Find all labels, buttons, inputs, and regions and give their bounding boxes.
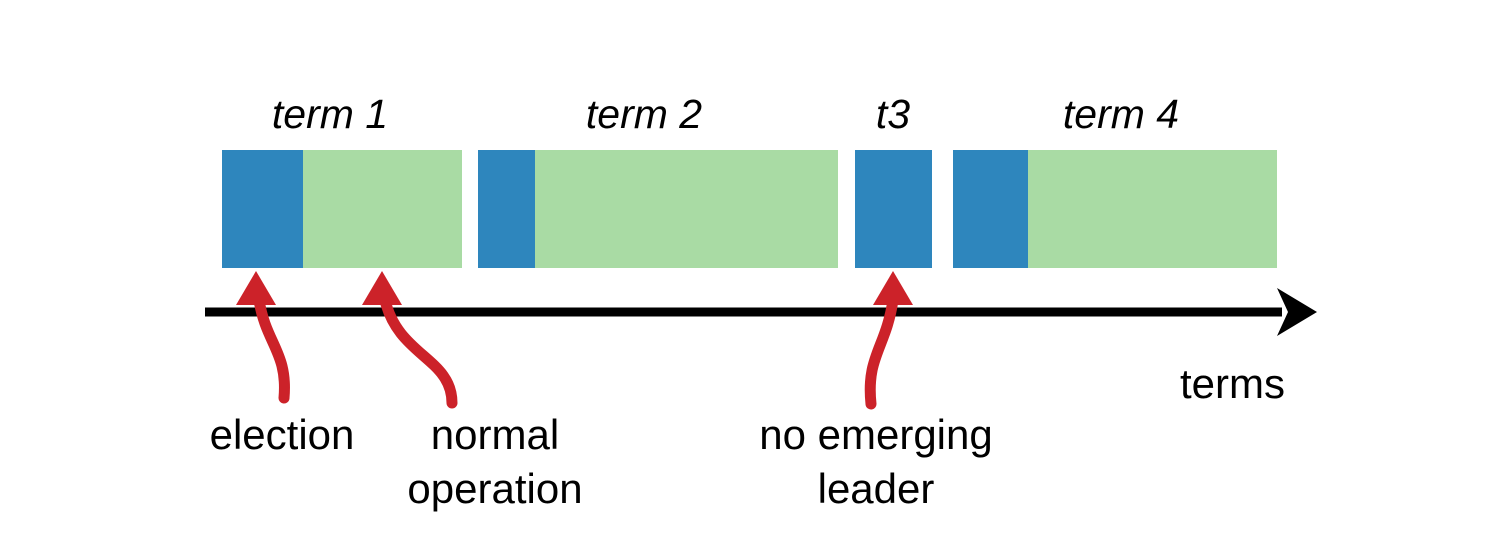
term-3-election-segment — [855, 150, 932, 268]
term-label-2: term 2 — [585, 91, 703, 137]
term-1-election-segment — [222, 150, 303, 268]
callout-label-no-emerging-leader-line-2: leader — [817, 464, 935, 512]
callout-arrow-election — [236, 271, 290, 404]
callout-label-normal-operation: normal operation — [345, 408, 645, 516]
term-4-normal-operation-segment — [1028, 150, 1277, 268]
axis-arrowhead-icon — [1277, 288, 1317, 336]
callout-label-no-emerging-leader: no emerging leader — [676, 408, 1076, 516]
callout-label-election-line-1: election — [209, 411, 355, 458]
callout-label-election: election — [132, 408, 432, 462]
term-2-normal-operation-segment — [535, 150, 838, 268]
callout-arrow-normal-operation — [362, 271, 458, 409]
normal-operation-arrow-curve — [379, 294, 458, 409]
term-1-normal-operation-segment — [303, 150, 462, 268]
election-arrowhead-icon — [236, 271, 276, 305]
callout-arrow-no-emerging-leader — [864, 271, 913, 410]
term-4-election-segment — [953, 150, 1028, 268]
term-label-1: term 1 — [271, 91, 389, 137]
normal-operation-arrowhead-icon — [362, 271, 402, 305]
callout-label-normal-operation-line-1: normal — [430, 411, 560, 458]
no-emerging-leader-arrowhead-icon — [873, 271, 913, 305]
callout-label-no-emerging-leader-line-1: no emerging — [759, 411, 993, 458]
election-arrow-curve — [253, 294, 290, 404]
no-emerging-leader-arrow-curve — [864, 294, 899, 410]
term-label-3: t3 — [875, 91, 911, 137]
callout-label-normal-operation-line-2: operation — [407, 464, 583, 512]
term-2-election-segment — [478, 150, 535, 268]
term-label-4: term 4 — [1062, 91, 1180, 137]
axis-label-terms: terms — [1180, 360, 1285, 407]
